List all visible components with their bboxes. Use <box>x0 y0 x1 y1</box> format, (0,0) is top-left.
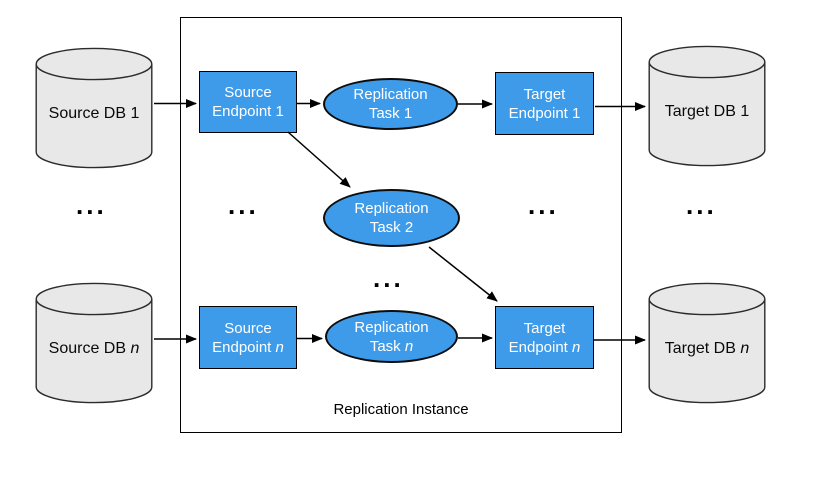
replication-instance-label: Replication Instance <box>333 401 469 418</box>
source-endpoint-1-box: Source Endpoint 1 <box>199 71 297 133</box>
database-cylinder-icon <box>35 47 153 169</box>
replication-task-1-label: Replication Task 1 <box>353 86 428 122</box>
target-db-n-cylinder: Target DB n <box>648 282 766 404</box>
source-db-1-label: Source DB 1 <box>48 105 140 122</box>
replication-task-2-label: Replication Task 2 <box>354 200 429 236</box>
ellipsis-replication-task-column: ... <box>373 263 404 293</box>
target-db-1-cylinder: Target DB 1 <box>648 45 766 167</box>
source-db-n-cylinder: Source DB n <box>35 282 153 404</box>
source-endpoint-n-label: Source Endpoint n <box>212 319 284 356</box>
ellipsis-target-endpoint-column: ... <box>528 190 559 220</box>
replication-instance-container <box>180 17 622 433</box>
replication-task-2-ellipse: Replication Task 2 <box>323 189 460 247</box>
source-db-1-cylinder: Source DB 1 <box>35 47 153 169</box>
source-endpoint-1-label: Source Endpoint 1 <box>212 84 284 120</box>
source-endpoint-n-box: Source Endpoint n <box>199 306 297 369</box>
replication-task-1-ellipse: Replication Task 1 <box>323 78 458 130</box>
replication-task-n-ellipse: Replication Task n <box>325 310 458 363</box>
target-db-n-label: Target DB n <box>664 340 750 357</box>
database-cylinder-icon <box>648 282 766 404</box>
source-db-n-label: Source DB n <box>48 340 140 357</box>
target-db-1-label: Target DB 1 <box>664 103 750 120</box>
replication-task-n-label: Replication Task n <box>354 318 429 355</box>
database-cylinder-icon <box>648 45 766 167</box>
target-endpoint-n-box: Target Endpoint n <box>495 306 594 369</box>
ellipsis-source-endpoint-column: ... <box>228 190 259 220</box>
target-endpoint-1-box: Target Endpoint 1 <box>495 72 594 135</box>
target-endpoint-1-label: Target Endpoint 1 <box>508 85 581 122</box>
target-endpoint-n-label: Target Endpoint n <box>508 319 581 356</box>
database-cylinder-icon <box>35 282 153 404</box>
ellipsis-target-db-column: ... <box>686 190 717 220</box>
ellipsis-source-db-column: ... <box>76 190 107 220</box>
